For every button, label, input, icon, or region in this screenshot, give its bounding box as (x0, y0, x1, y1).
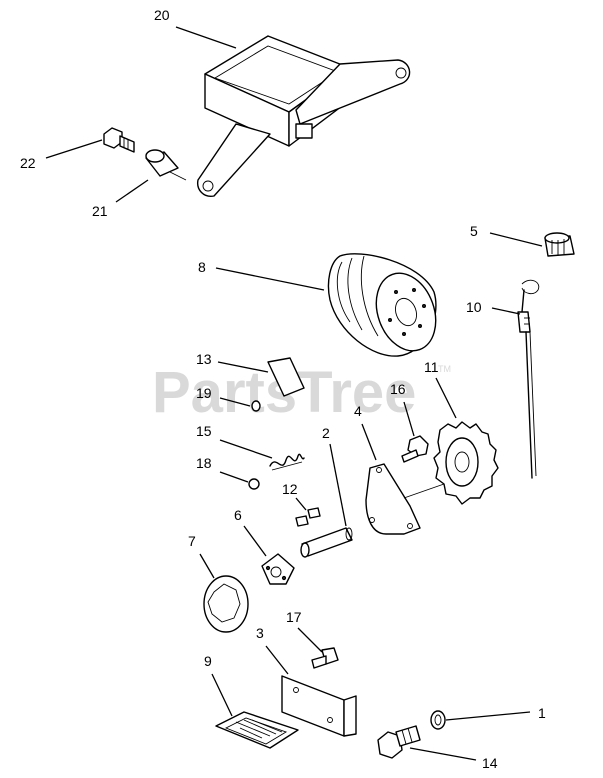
leader-21 (115, 179, 149, 203)
part-22-bolt[interactable] (103, 127, 135, 153)
callout-10: 10 (466, 299, 482, 315)
part-8-oil-filter[interactable] (327, 253, 446, 359)
leader-11 (435, 377, 457, 419)
leader-18 (219, 471, 249, 483)
part-19-plug[interactable] (251, 400, 261, 412)
part-4-cover-plate[interactable] (365, 463, 445, 535)
callout-15: 15 (196, 423, 212, 439)
watermark-trademark: TM (438, 364, 451, 374)
callout-18: 18 (196, 455, 212, 471)
callout-2: 2 (322, 425, 330, 441)
callout-5: 5 (470, 223, 478, 239)
part-6-rotor[interactable] (261, 553, 295, 585)
part-17-screw[interactable] (311, 647, 339, 669)
callout-12: 12 (282, 481, 298, 497)
callout-8: 8 (198, 259, 206, 275)
part-21-bushing[interactable] (145, 149, 187, 181)
part-14-drain-plug[interactable] (377, 725, 421, 759)
leader-7 (199, 553, 215, 579)
part-9-screen[interactable] (215, 711, 299, 749)
callout-7: 7 (188, 533, 196, 549)
callout-16: 16 (390, 381, 406, 397)
leader-19 (219, 397, 251, 407)
part-7-outer-rotor[interactable] (203, 575, 249, 633)
leader-15 (219, 439, 273, 459)
part-18-ball[interactable] (248, 478, 260, 490)
leader-3 (265, 645, 289, 675)
part-10-dipstick[interactable] (517, 279, 540, 479)
part-1-o-ring[interactable] (430, 710, 446, 730)
leader-4 (361, 423, 377, 461)
part-3-bracket[interactable] (281, 675, 357, 737)
callout-21: 21 (92, 203, 108, 219)
callout-3: 3 (256, 625, 264, 641)
leader-1 (445, 711, 531, 721)
leader-13 (217, 361, 269, 373)
leader-5 (489, 232, 543, 247)
leader-14 (409, 747, 477, 761)
callout-19: 19 (196, 385, 212, 401)
part-20-sump-bracket[interactable] (197, 35, 411, 197)
callout-20: 20 (154, 7, 170, 23)
leader-17 (297, 627, 323, 653)
part-2-shaft[interactable] (300, 527, 353, 558)
leader-2 (329, 443, 347, 527)
part-15-spring[interactable] (269, 453, 305, 471)
leader-12 (295, 497, 307, 511)
leader-20 (175, 26, 237, 49)
leader-8 (215, 267, 325, 291)
callout-22: 22 (20, 155, 36, 171)
callout-17: 17 (286, 609, 302, 625)
leader-10 (491, 307, 521, 315)
leader-16 (403, 401, 415, 437)
callout-14: 14 (482, 755, 498, 771)
part-12-pins[interactable] (295, 507, 321, 527)
part-5-fill-cap[interactable] (544, 232, 575, 257)
part-11-gear[interactable] (433, 421, 499, 505)
leader-9 (211, 673, 233, 717)
leader-22 (45, 139, 103, 159)
part-16-bolt[interactable] (401, 435, 429, 463)
leader-6 (243, 525, 267, 557)
callout-6: 6 (234, 507, 242, 523)
callout-4: 4 (354, 403, 362, 419)
callout-1: 1 (538, 705, 546, 721)
callout-13: 13 (196, 351, 212, 367)
callout-11: 11 (424, 359, 439, 375)
part-13-gasket[interactable] (267, 357, 305, 397)
callout-9: 9 (204, 653, 212, 669)
